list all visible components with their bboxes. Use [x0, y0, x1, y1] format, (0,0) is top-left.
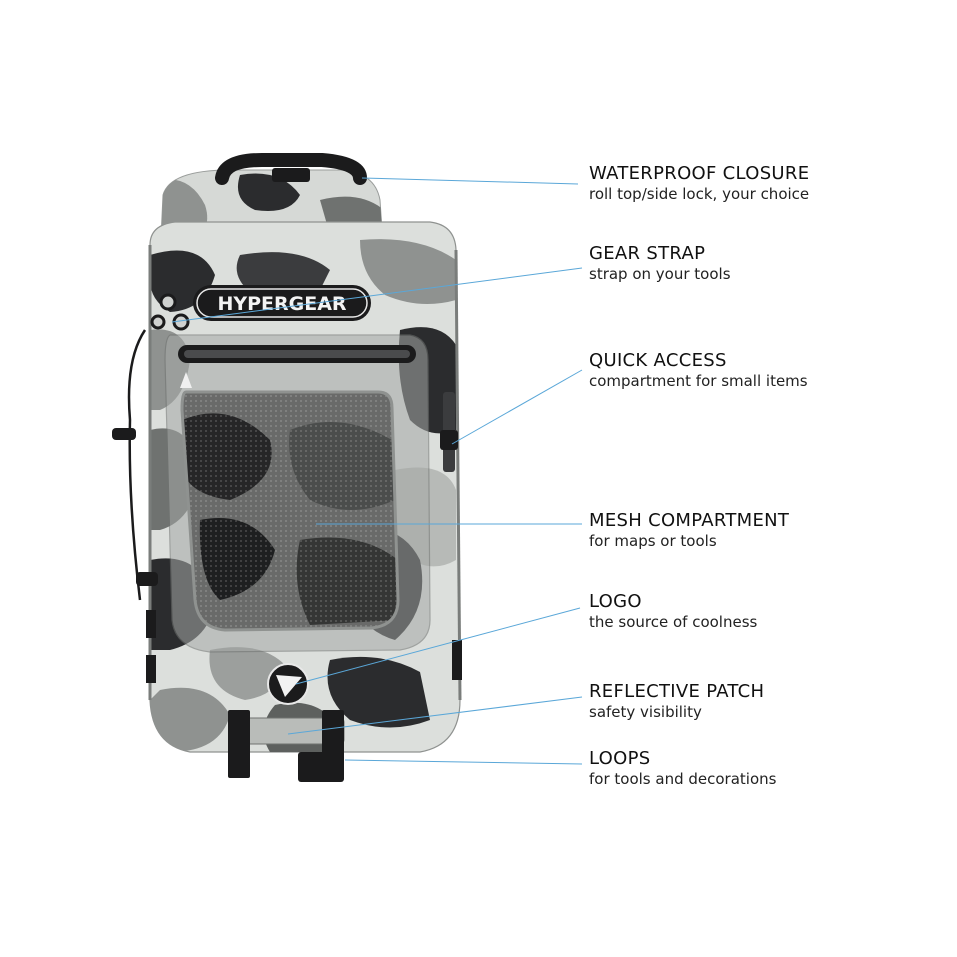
callout-description: roll top/side lock, your choice — [589, 185, 810, 203]
callout-title: GEAR STRAP — [589, 243, 706, 264]
callout-description: for tools and decorations — [589, 770, 777, 788]
callout-description: compartment for small items — [589, 372, 808, 390]
callout-title: MESH COMPARTMENT — [589, 510, 790, 531]
callout-gear-strap: GEAR STRAP strap on your tools — [589, 243, 949, 284]
callout-title: LOGO — [589, 591, 642, 612]
zipper-pull-icon — [180, 372, 192, 388]
leader-line-waterproof-closure — [361, 177, 579, 185]
leader-line-loops — [344, 759, 583, 765]
leader-line-logo — [295, 607, 581, 685]
callout-title: LOOPS — [589, 748, 651, 769]
callout-title: WATERPROOF CLOSURE — [589, 163, 810, 184]
mesh-compartment — [180, 390, 400, 632]
callout-description: for maps or tools — [589, 532, 717, 550]
callout-description: safety visibility — [589, 703, 702, 721]
logo-arrow-icon — [276, 675, 302, 697]
callout-description: the source of coolness — [589, 613, 758, 631]
callout-mesh-compartment: MESH COMPARTMENT for maps or tools — [589, 510, 949, 551]
callout-quick-access: QUICK ACCESS compartment for small items — [589, 350, 949, 391]
callout-loops: LOOPS for tools and decorations — [589, 748, 949, 789]
leader-line-quick-access — [451, 369, 583, 445]
callout-reflective-patch: REFLECTIVE PATCH safety visibility — [589, 681, 949, 722]
side-buckle-right — [440, 392, 462, 680]
callout-title: QUICK ACCESS — [589, 350, 727, 371]
brand-band: HYPERGEAR — [193, 285, 371, 321]
leader-lines — [171, 177, 583, 765]
callout-waterproof-closure: WATERPROOF CLOSURE roll top/side lock, y… — [589, 163, 949, 204]
side-strap-left — [112, 329, 158, 683]
leader-line-gear-strap — [171, 267, 583, 323]
brand-wordmark: HYPERGEAR — [217, 293, 346, 315]
callout-title: REFLECTIVE PATCH — [589, 681, 765, 702]
logo-emblem — [267, 663, 309, 705]
callout-logo: LOGO the source of coolness — [589, 591, 949, 632]
leader-line-reflective-patch — [287, 696, 583, 735]
gear-strap — [150, 293, 190, 331]
callout-description: strap on your tools — [589, 265, 731, 283]
